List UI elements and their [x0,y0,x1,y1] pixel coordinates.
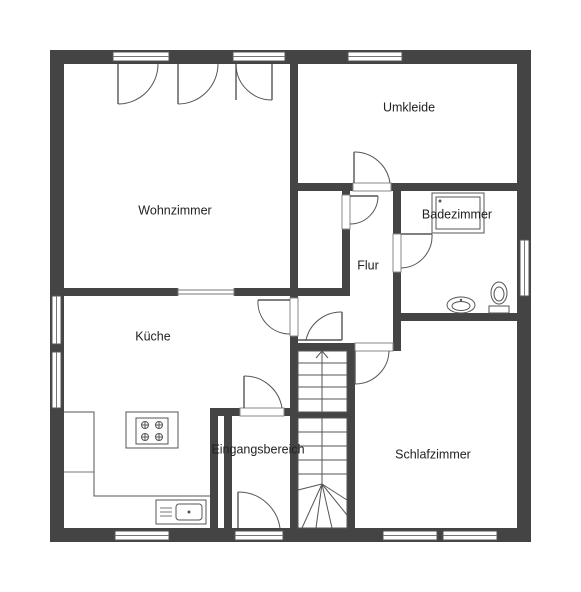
wall-wohnzimmer-right [290,64,298,296]
label-schlafzimmer: Schlafzimmer [395,447,471,461]
toilet-icon [488,281,510,314]
door-kueche-frame [289,297,299,337]
washbasin-icon [446,296,476,314]
door-umkleide-frame [352,182,392,192]
label-umkleide: Umkleide [383,100,435,114]
doors [117,63,433,529]
windows [51,51,530,541]
wall-eingang-left-inner [224,416,232,528]
label-eingangsbereich: Eingangsbereich [211,442,304,456]
wall-closet-right [342,191,350,296]
wall-eingang-left-outer [210,408,218,528]
wall-bad-bottom [401,313,517,321]
door-eingang-frame [239,407,285,417]
label-wohnzimmer: Wohnzimmer [138,203,211,217]
passage-wohnzimmer-kueche [178,288,234,296]
bath-fixtures [431,192,510,314]
kitchen-fixtures [64,411,210,525]
door-closet-frame [341,194,351,230]
wall-closet-bottom [298,288,350,296]
stove-icon [135,417,169,445]
label-flur: Flur [357,258,379,272]
stair-arrow-icon [315,350,329,359]
wall-schlafzimmer-left [347,343,355,528]
kitchen-counter [64,411,210,497]
wall-flur-bottom [290,343,401,351]
walls [50,50,531,542]
label-kueche: Küche [135,329,170,343]
stairs [297,350,348,529]
label-badezimmer: Badezimmer [422,207,492,221]
door-schlafzimmer-frame [354,342,394,352]
room-labels: Wohnzimmer Umkleide Badezimmer Flur Küch… [135,100,492,461]
wall-umkleide-bottom [298,183,517,191]
door-bad-frame [392,233,402,273]
outer-wall-top [50,50,531,64]
wall-stair-middle [298,412,347,418]
